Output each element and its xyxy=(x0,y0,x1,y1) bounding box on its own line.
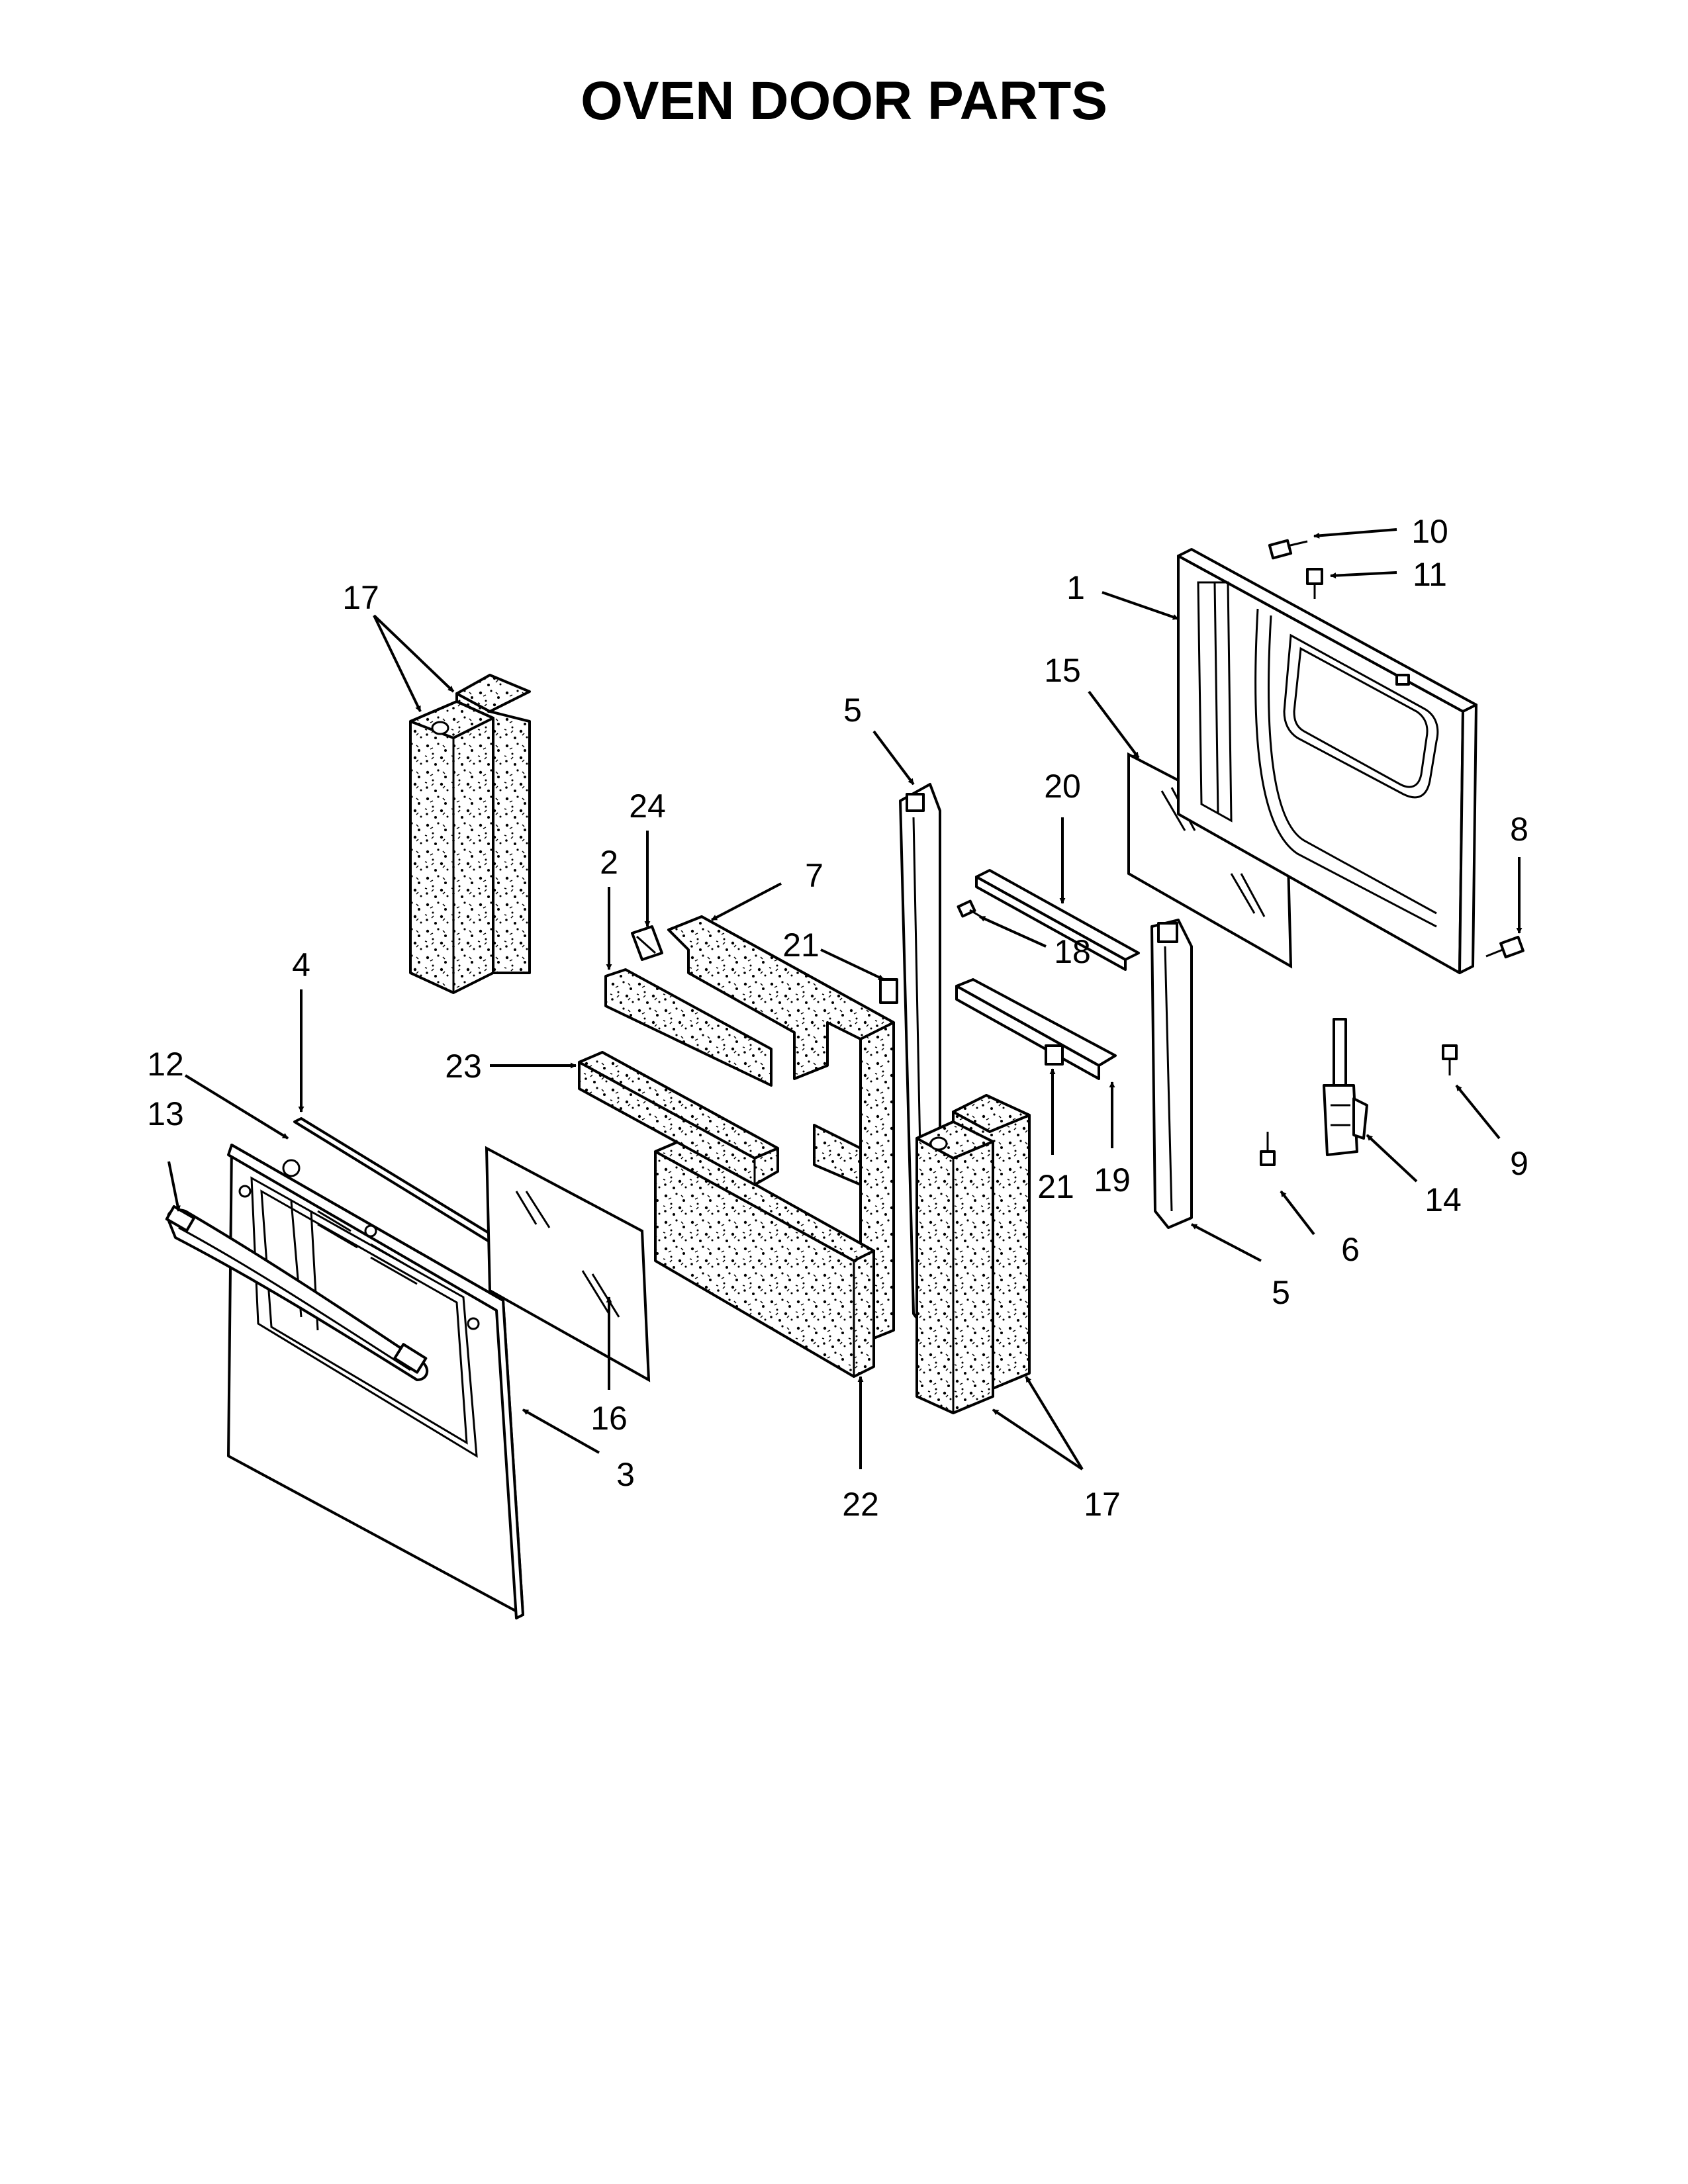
callout-10: 10 xyxy=(1411,513,1448,550)
screw-9 xyxy=(1442,1044,1458,1075)
callout-labels: 1 2 3 4 5 5 6 7 8 9 10 11 12 13 14 15 16… xyxy=(147,513,1528,1523)
screw-6 xyxy=(1260,1132,1276,1166)
page-title: OVEN DOOR PARTS xyxy=(581,71,1107,131)
door-clip-lower xyxy=(1045,1044,1064,1066)
door-handle xyxy=(165,1205,429,1381)
callout-6: 6 xyxy=(1341,1231,1360,1268)
callout-19: 19 xyxy=(1094,1161,1131,1199)
insulation-baffle-panel xyxy=(604,968,773,1087)
callout-17-bottom: 17 xyxy=(1084,1486,1121,1523)
screw-10 xyxy=(1268,539,1308,560)
callout-2: 2 xyxy=(600,844,618,881)
callout-11: 11 xyxy=(1413,556,1447,593)
callout-4: 4 xyxy=(292,946,310,983)
callout-7: 7 xyxy=(805,857,823,894)
callout-22: 22 xyxy=(842,1486,879,1523)
insulation-blocks-top-left xyxy=(409,674,531,994)
screw-11 xyxy=(1306,568,1323,599)
callout-12: 12 xyxy=(147,1046,184,1083)
outer-door-panel xyxy=(227,1144,524,1619)
door-clip-upper xyxy=(879,978,898,1004)
callout-20: 20 xyxy=(1044,768,1081,805)
callout-24: 24 xyxy=(629,788,666,825)
callout-13: 13 xyxy=(147,1095,184,1132)
inner-door-frame xyxy=(1177,548,1477,974)
callout-15: 15 xyxy=(1044,652,1081,689)
callout-17-top: 17 xyxy=(342,579,379,616)
callout-3: 3 xyxy=(616,1456,635,1493)
callout-21-upper: 21 xyxy=(782,927,820,964)
door-channel-right xyxy=(1150,919,1193,1229)
small-retainer-bracket xyxy=(631,925,663,961)
insulation-bar xyxy=(578,1051,779,1186)
callout-18: 18 xyxy=(1054,933,1091,970)
callout-21-lower: 21 xyxy=(1037,1168,1074,1205)
hinge-support-bracket xyxy=(975,869,1140,971)
insulation-frame xyxy=(667,915,895,1345)
callout-5-right: 5 xyxy=(1272,1274,1290,1311)
inner-door-glass xyxy=(485,1146,651,1383)
callout-23: 23 xyxy=(445,1048,482,1085)
callout-16: 16 xyxy=(590,1400,628,1437)
screw-18 xyxy=(957,899,987,921)
callout-9: 9 xyxy=(1510,1145,1528,1182)
callout-8: 8 xyxy=(1510,811,1528,848)
vent-baffle xyxy=(955,978,1117,1080)
screw-8 xyxy=(1485,935,1524,959)
callout-1: 1 xyxy=(1066,569,1085,606)
callout-5-left: 5 xyxy=(843,692,862,729)
callout-14: 14 xyxy=(1425,1181,1462,1218)
insulation-blocks-lower-right xyxy=(915,1094,1031,1414)
door-hinge xyxy=(1323,1018,1368,1156)
leader-lines xyxy=(167,528,1523,1471)
